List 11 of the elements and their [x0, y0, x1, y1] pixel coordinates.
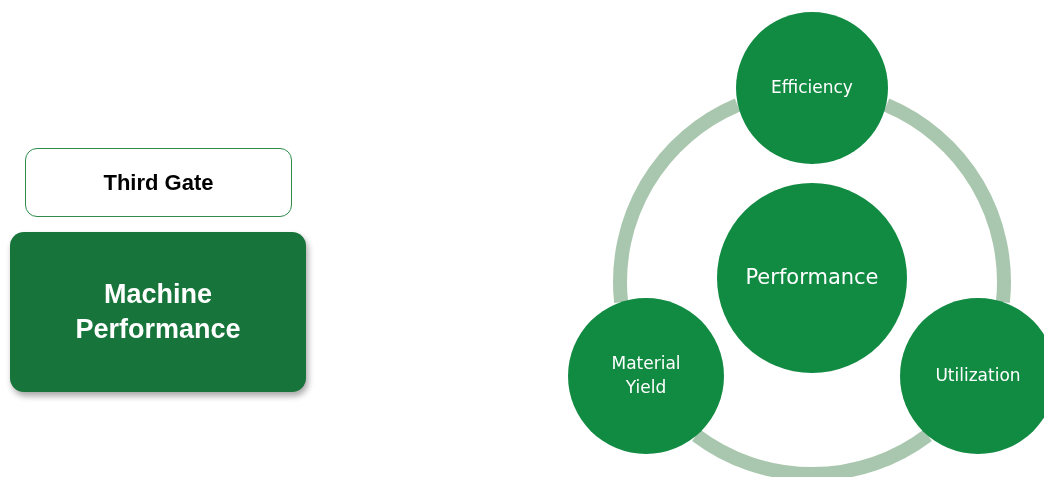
center-label: Performance	[744, 264, 880, 292]
gate-box	[25, 148, 292, 217]
title-label: Machine Performance	[74, 277, 242, 346]
metric-label: Utilization	[934, 364, 1022, 388]
ring-arc	[692, 429, 932, 477]
title-box	[10, 232, 306, 392]
ring-arc	[613, 98, 741, 303]
metric-label: Efficiency	[770, 76, 854, 100]
gate-label: Third Gate	[102, 169, 215, 196]
metric-label: Material Yield	[610, 352, 682, 399]
ring-arc	[883, 98, 1011, 303]
